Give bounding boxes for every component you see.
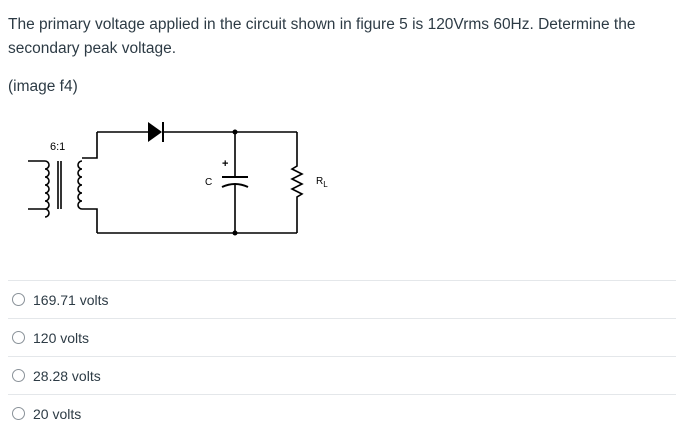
answer-option[interactable]: 120 volts xyxy=(8,318,676,356)
junction-dot xyxy=(232,129,238,135)
image-reference: (image f4) xyxy=(8,78,78,95)
answer-option[interactable]: 28.28 volts xyxy=(8,356,676,394)
secondary-winding xyxy=(77,132,98,233)
answer-option[interactable]: 169.71 volts xyxy=(8,280,676,318)
circuit-diagram: 6:1 C + RL xyxy=(28,122,328,236)
answer-label: 120 volts xyxy=(33,329,90,346)
answer-label: 20 volts xyxy=(33,405,82,422)
answer-options: 169.71 volts 120 volts 28.28 volts 20 vo… xyxy=(8,280,676,432)
answer-label: 169.71 volts xyxy=(33,291,109,308)
answer-option[interactable]: 20 volts xyxy=(8,394,676,432)
resistor-label: RL xyxy=(316,176,328,189)
question-text: The primary voltage applied in the circu… xyxy=(8,16,636,57)
turns-ratio-label: 6:1 xyxy=(50,141,65,153)
primary-winding xyxy=(28,160,50,218)
capacitor-polarity-label: + xyxy=(222,158,228,170)
capacitor-label: C xyxy=(205,177,212,188)
answer-label: 28.28 volts xyxy=(33,367,101,384)
radio-button[interactable] xyxy=(12,293,25,306)
radio-button[interactable] xyxy=(12,407,25,420)
diode-icon xyxy=(148,122,162,142)
load-resistor xyxy=(290,132,304,233)
radio-button[interactable] xyxy=(12,331,25,344)
junction-dot xyxy=(232,230,238,236)
radio-button[interactable] xyxy=(12,369,25,382)
